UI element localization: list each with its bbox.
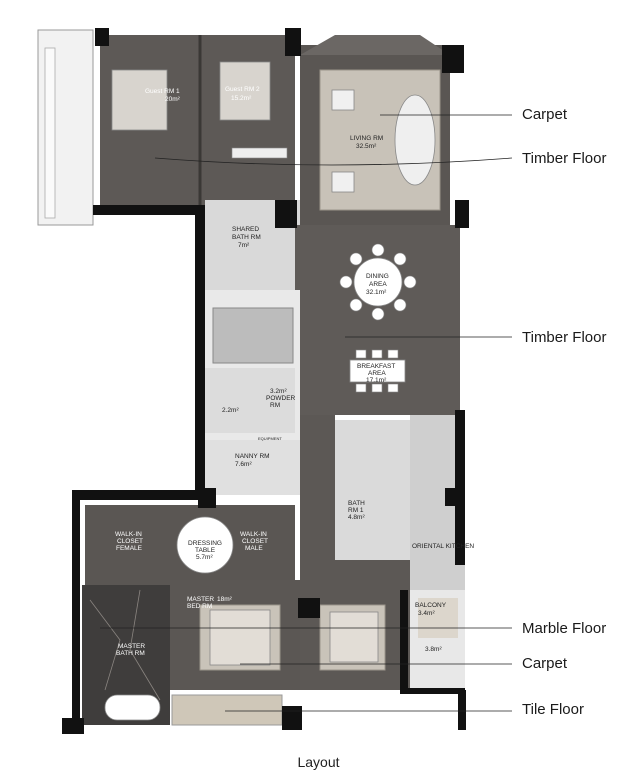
balcony-area: 3.4m² — [418, 610, 435, 617]
living-bay — [300, 35, 450, 55]
walkin-female-line1: WALK-IN — [115, 531, 142, 538]
kitchen-name: ORIENTAL KITCHEN — [412, 543, 474, 550]
dressing-area: 5.7m² — [196, 554, 213, 561]
lower-right-bed — [329, 611, 379, 663]
legend-timber-2: Timber Floor — [522, 329, 607, 346]
dressing-table — [176, 516, 234, 574]
walkin-male-line3: MALE — [245, 545, 263, 552]
dining-area: 32.1m² — [366, 289, 387, 296]
shared-bath-area: 7m² — [238, 242, 250, 249]
guest2-bed — [219, 61, 271, 121]
small-wc-area: 2.2m² — [222, 407, 239, 414]
master-bathtub — [104, 694, 161, 721]
nanny-name: NANNY RM — [235, 453, 270, 460]
master-bath-line1: MASTER — [118, 643, 145, 650]
powder-line1: POWDER — [266, 395, 296, 402]
breakfast-area: 17.1m² — [366, 377, 387, 384]
guest-radiator — [231, 147, 288, 159]
bath1-line2: RM 1 — [348, 507, 364, 514]
laundry-area: 3.8m² — [425, 646, 442, 653]
marble-veins — [89, 589, 161, 701]
walls — [62, 28, 469, 734]
dressing-line2: TABLE — [195, 547, 216, 554]
legend-tile: Tile Floor — [522, 701, 584, 718]
bath1-line1: BATH — [348, 500, 365, 507]
master-bed-area: 18m² — [217, 596, 233, 603]
leader-lines — [100, 114, 513, 712]
dining-line1: DINING — [366, 273, 389, 280]
balcony-name: BALCONY — [415, 602, 447, 609]
guest2-name: Guest RM 2 — [225, 86, 260, 93]
guest1-area: 20m² — [165, 96, 181, 103]
dressing-line1: DRESSING — [188, 540, 222, 547]
dining-chairs — [339, 243, 417, 321]
master-bed — [209, 609, 271, 666]
breakfast-line2: AREA — [368, 370, 386, 377]
living-chair-2 — [331, 171, 355, 193]
walkin-male-line1: WALK-IN — [240, 531, 267, 538]
tile-strip — [171, 694, 283, 726]
dining-line2: AREA — [369, 281, 387, 288]
figure-caption: Layout — [297, 754, 340, 770]
breakfast-table — [349, 359, 406, 383]
guest1-bed — [111, 69, 168, 131]
nanny-floor — [205, 440, 300, 495]
room-labels: Guest RM 1 20m² Guest RM 2 15.2m² LIVING… — [115, 86, 474, 657]
powder-area: 3.2m² — [270, 388, 287, 395]
living-name: LIVING RM — [350, 135, 383, 142]
leader-timber-1 — [154, 157, 513, 166]
powder-floor — [205, 368, 295, 433]
walkin-female-line2: CLOSET — [117, 538, 143, 545]
guest1-name: Guest RM 1 — [145, 88, 180, 95]
equipment-label: EQUIPMENT — [258, 436, 282, 441]
walkin-female-line3: FEMALE — [116, 545, 143, 552]
legend-timber-1: Timber Floor — [522, 150, 607, 167]
nanny-area: 7.6m² — [235, 461, 252, 468]
dining-table — [353, 257, 403, 307]
breakfast-chairs — [355, 349, 399, 393]
living-sofa — [394, 94, 436, 186]
shared-bath-line2: BATH RM — [232, 234, 261, 241]
living-chair-1 — [331, 89, 355, 111]
balcony-tile — [418, 598, 458, 638]
living-area: 32.5m² — [356, 143, 377, 150]
powder-line2: RM — [270, 402, 280, 409]
bath1-floor — [335, 420, 410, 565]
master-bed-line2: BED RM — [187, 603, 212, 610]
center-tile-pattern — [212, 307, 294, 364]
walkin-male-line2: CLOSET — [242, 538, 268, 545]
furniture — [104, 61, 436, 721]
master-bath-line2: BATH RM — [116, 650, 145, 657]
guest2-area: 15.2m² — [231, 95, 252, 102]
left-balcony-rail — [44, 47, 56, 219]
master-bed-line1: MASTER — [187, 596, 214, 603]
legend-marble: Marble Floor — [522, 620, 607, 637]
shared-bath-line1: SHARED — [232, 226, 259, 233]
bath1-area: 4.8m² — [348, 514, 365, 521]
legend-carpet-2: Carpet — [522, 655, 568, 672]
legend-carpet-1: Carpet — [522, 106, 568, 123]
breakfast-line1: BREAKFAST — [357, 363, 395, 370]
